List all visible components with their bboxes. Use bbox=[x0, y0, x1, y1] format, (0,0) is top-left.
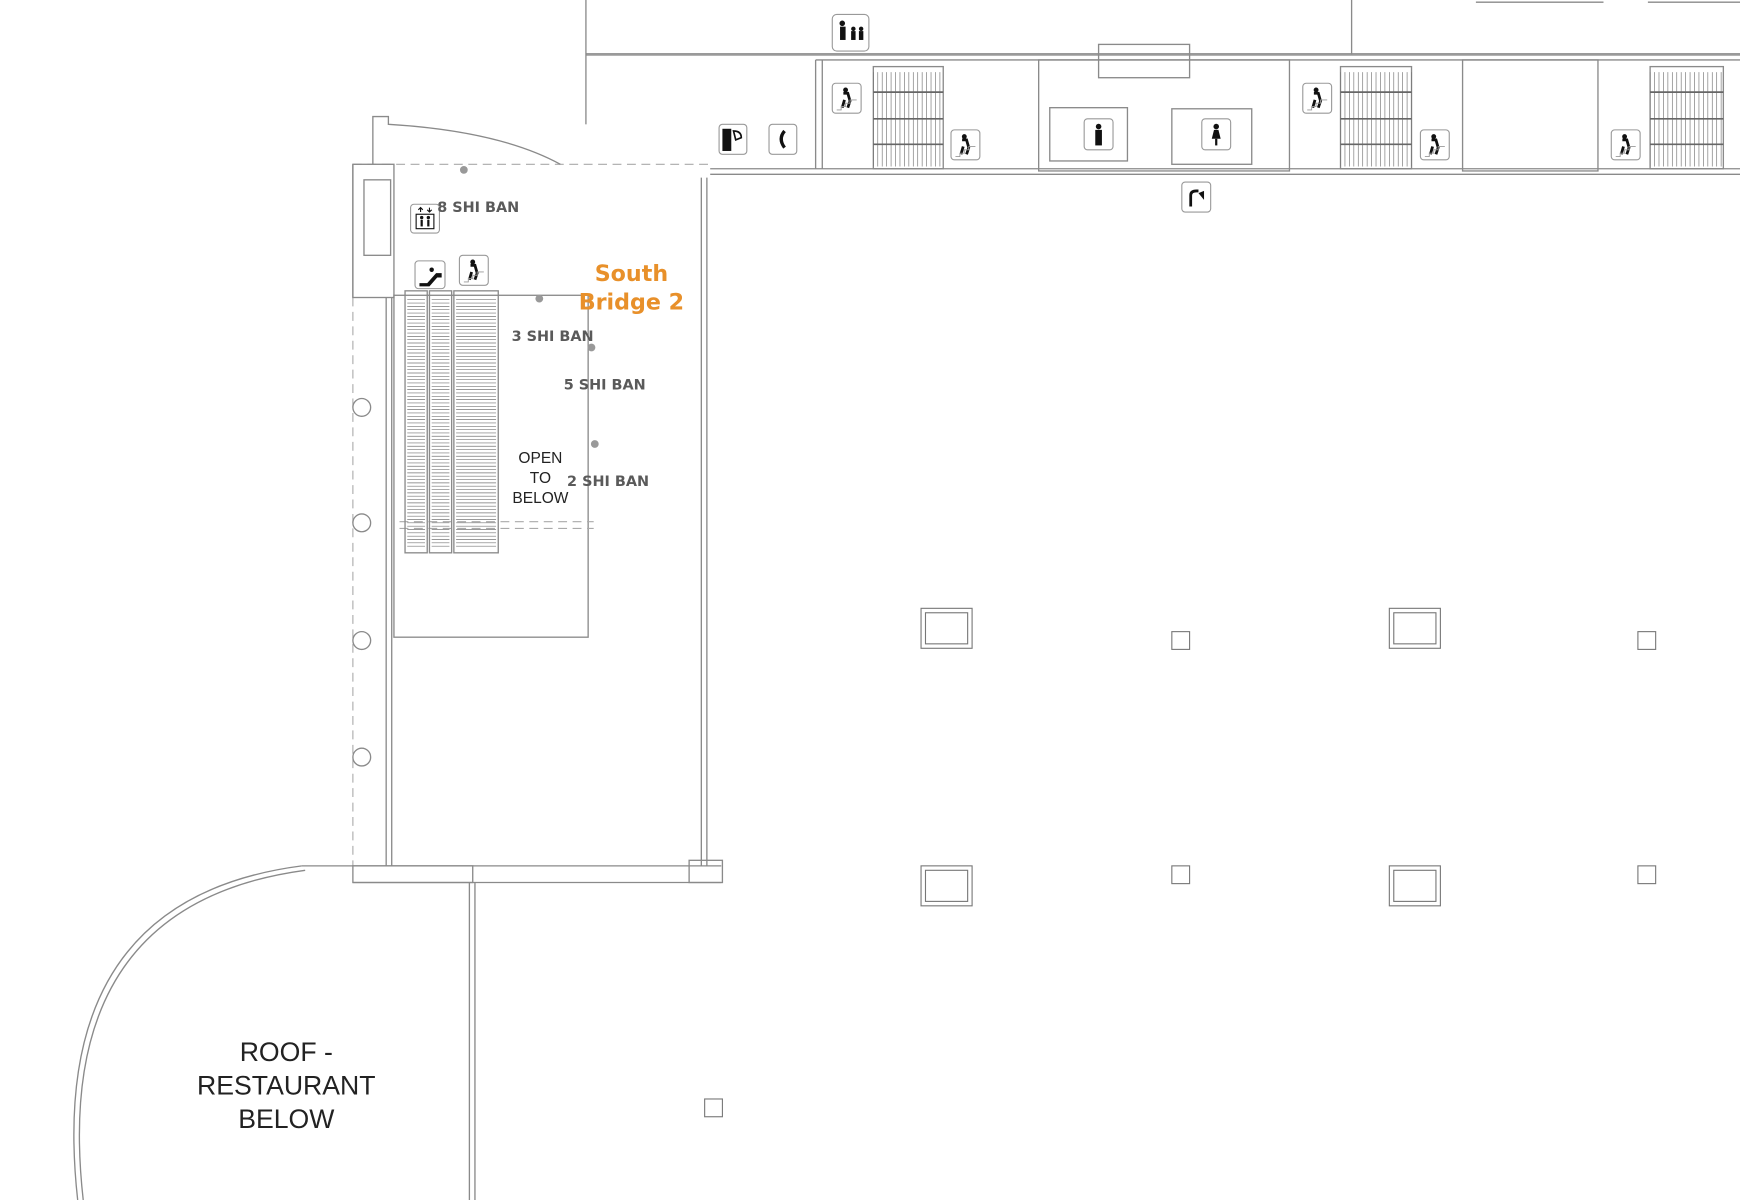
roof-label-line1: ROOF - bbox=[240, 1037, 333, 1067]
stairs-icon[interactable] bbox=[831, 82, 862, 114]
stairs-icon[interactable] bbox=[1419, 129, 1450, 161]
mens-restroom-icon[interactable] bbox=[1083, 118, 1114, 151]
stairs-icons-corridor bbox=[831, 82, 1641, 161]
fire-hose-markers bbox=[352, 397, 372, 767]
area-title-line2: Bridge 2 bbox=[579, 290, 684, 316]
label-2-shi-ban: 2 SHI BAN bbox=[567, 474, 649, 490]
escalator-icon[interactable] bbox=[414, 260, 446, 290]
open-to-below-line3: BELOW bbox=[512, 490, 568, 507]
stairs-icon[interactable] bbox=[950, 129, 981, 161]
bridge-walls bbox=[73, 115, 724, 1200]
roof-label-line2: RESTAURANT bbox=[197, 1071, 375, 1101]
information-desk-icon[interactable] bbox=[831, 13, 870, 52]
open-to-below-line1: OPEN bbox=[518, 450, 562, 467]
area-title-line1: South bbox=[595, 261, 668, 287]
north-corridor bbox=[585, 0, 1740, 175]
stairs-icon[interactable] bbox=[458, 254, 489, 286]
label-5-shi-ban: 5 SHI BAN bbox=[564, 378, 646, 394]
womens-restroom-icon[interactable] bbox=[1201, 118, 1232, 151]
location-dots bbox=[459, 165, 599, 448]
roof-label-line3: BELOW bbox=[238, 1104, 335, 1134]
north-escalators bbox=[872, 72, 1724, 167]
open-to-below-line2: TO bbox=[530, 470, 551, 487]
elevator-icon[interactable] bbox=[410, 203, 440, 234]
columns bbox=[704, 607, 1657, 1118]
stairs-icon[interactable] bbox=[1610, 129, 1641, 161]
phone-icon[interactable] bbox=[718, 123, 748, 155]
escalator bbox=[428, 290, 453, 554]
escalator bbox=[404, 290, 428, 554]
bridge-escalators bbox=[404, 290, 499, 554]
escalator bbox=[453, 290, 499, 554]
label-8-shi-ban: 8 SHI BAN bbox=[437, 200, 519, 216]
drinking-fountain-icon[interactable] bbox=[1181, 181, 1212, 213]
stairs-icon[interactable] bbox=[1302, 82, 1333, 114]
telephone-icon[interactable] bbox=[768, 123, 798, 155]
label-3-shi-ban: 3 SHI BAN bbox=[512, 329, 594, 345]
